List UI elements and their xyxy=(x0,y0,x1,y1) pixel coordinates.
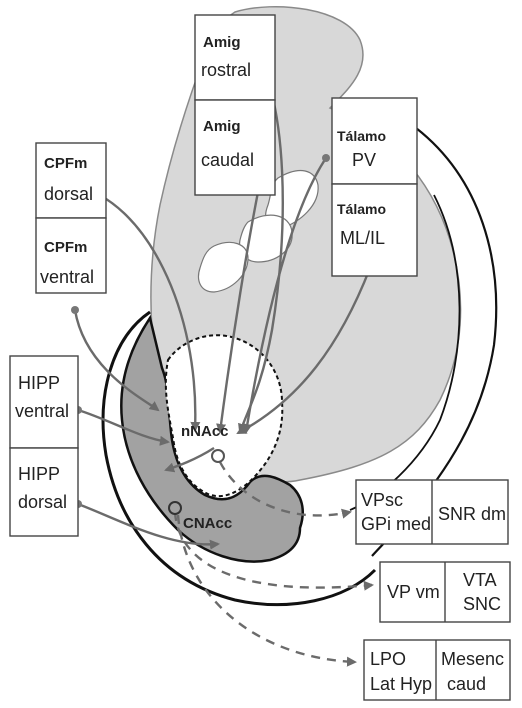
box-hipp-dorsal-line2: dorsal xyxy=(18,492,67,512)
box-amig-rostral-line2: rostral xyxy=(201,60,251,80)
box-amig-caudal: Amig caudal xyxy=(195,100,275,195)
box-cpfm-dorsal-line2: dorsal xyxy=(44,184,93,204)
box-hipp-ventral: HIPP ventral xyxy=(10,356,78,448)
target-vpsc-snr: VPsc GPi med SNR dm xyxy=(356,480,508,544)
box-talamo-mlil-line2: ML/IL xyxy=(340,228,385,248)
target-lpo-line1: LPO xyxy=(370,649,406,669)
origin-dot xyxy=(71,306,79,314)
box-amig-rostral: Amig rostral xyxy=(195,15,275,100)
target-vpsc-line1: VPsc xyxy=(361,490,403,510)
target-mesenc-line2: caud xyxy=(447,674,486,694)
core-label: CNAcc xyxy=(183,515,232,532)
target-vpvm-vta: VP vm VTA SNC xyxy=(380,562,510,622)
target-snr-line1: SNR dm xyxy=(438,504,506,524)
box-cpfm-dorsal-line1: CPFm xyxy=(44,155,87,172)
box-talamo-pv-line1: Tálamo xyxy=(337,128,386,144)
box-cpfm-ventral-line2: ventral xyxy=(40,267,94,287)
box-cpfm-ventral-line1: CPFm xyxy=(44,239,87,256)
shell-projection-neuron xyxy=(212,450,224,462)
target-vpsc-line2: GPi med xyxy=(361,514,431,534)
box-talamo-pv-line2: PV xyxy=(352,150,376,170)
target-vpvm-line1: VP vm xyxy=(387,582,440,602)
box-hipp-dorsal: HIPP dorsal xyxy=(10,448,78,536)
target-mesenc-line1: Mesenc xyxy=(441,649,504,669)
target-lpo-line2: Lat Hyp xyxy=(370,674,432,694)
origin-dot xyxy=(322,154,330,162)
box-talamo-mlil: Tálamo ML/IL xyxy=(332,184,417,276)
box-cpfm-dorsal: CPFm dorsal xyxy=(36,143,106,218)
box-talamo-pv: Tálamo PV xyxy=(332,98,417,184)
box-amig-caudal-line2: caudal xyxy=(201,150,254,170)
box-talamo-mlil-line1: Tálamo xyxy=(337,201,386,217)
box-cpfm-ventral: CPFm ventral xyxy=(36,218,106,293)
target-vta-line1: VTA xyxy=(463,570,497,590)
box-amig-rostral-line1: Amig xyxy=(203,34,241,51)
box-amig-caudal-line1: Amig xyxy=(203,118,241,135)
target-vta-line2: SNC xyxy=(463,594,501,614)
box-hipp-ventral-line1: HIPP xyxy=(18,373,60,393)
shell-label: nNAcc xyxy=(181,423,229,440)
core-projection-neuron xyxy=(169,502,181,514)
target-lpo-mesenc: LPO Lat Hyp Mesenc caud xyxy=(364,640,510,700)
box-hipp-ventral-line2: ventral xyxy=(15,401,69,421)
box-hipp-dorsal-line1: HIPP xyxy=(18,464,60,484)
